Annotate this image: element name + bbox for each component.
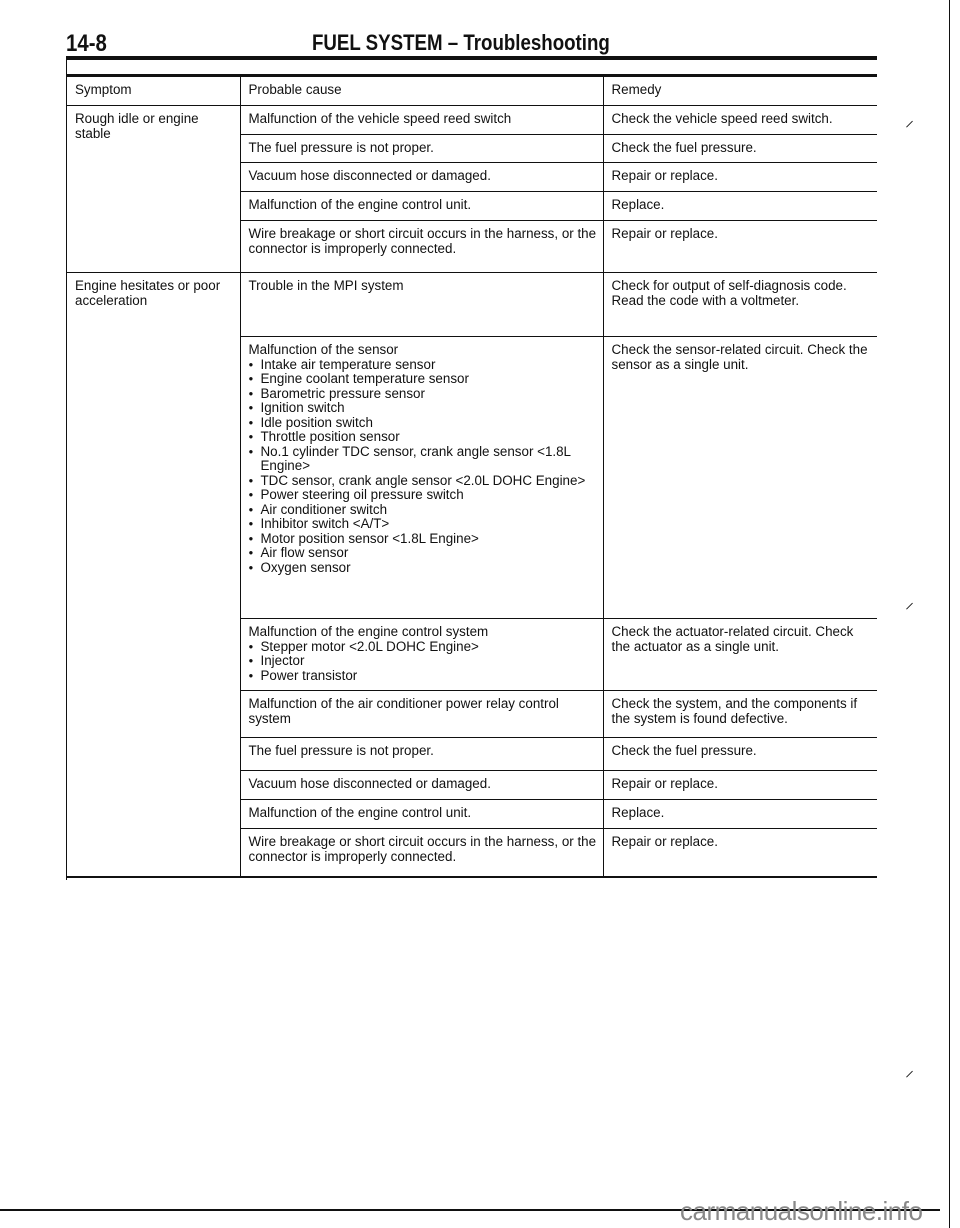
cause-list-item: Power transistor [249, 668, 597, 684]
cause-text: Malfunction of the sensor [248, 342, 399, 357]
cause-list-item: Idle position switch [249, 415, 597, 431]
cause-text: Wire breakage or short circuit occurs in… [248, 226, 597, 256]
watermark: carmanualsonline.info [680, 1196, 923, 1226]
cause-cell: Malfunction of the vehicle speed reed sw… [239, 105, 604, 135]
table-row: Malfunction of the engine control unit. R… [67, 191, 877, 221]
remedy-cell: Replace. [603, 799, 877, 829]
cause-list: Intake air temperature sensorEngine cool… [249, 357, 597, 576]
symptom-cell: Rough idle or engine stable [67, 105, 240, 273]
cause-text: Malfunction of the engine control unit. [248, 805, 472, 820]
table-row: Wire breakage or short circuit occurs in… [67, 828, 877, 877]
cause-cell: The fuel pressure is not proper. [239, 737, 604, 771]
page-number: 14-8 [66, 30, 107, 57]
table-row: Engine hesitates or poor acceleration Tro… [67, 272, 877, 877]
remedy-cell: Check the vehicle speed reed switch. [603, 105, 877, 135]
remedy-cell: Repair or replace. [603, 162, 877, 192]
cause-text: Wire breakage or short circuit occurs in… [248, 834, 597, 864]
table-row: Vacuum hose disconnected or damaged. Repa… [67, 162, 877, 192]
page-title: FUEL SYSTEM – Troubleshooting [312, 30, 610, 55]
cause-cell: Vacuum hose disconnected or damaged. [239, 770, 604, 800]
bottom-rule [0, 1209, 940, 1211]
column-header-symptom: Symptom [67, 75, 240, 106]
page-edge-line [949, 0, 950, 1228]
table-row: Malfunction of the sensorIntake air temp… [67, 336, 877, 619]
cause-text: Malfunction of the air conditioner power… [248, 696, 559, 726]
cause-cell: Malfunction of the air conditioner power… [239, 690, 604, 738]
cause-cell: The fuel pressure is not proper. [239, 134, 604, 163]
remedy-cell: Repair or replace. [603, 770, 877, 800]
cause-text: Malfunction of the engine control unit. [248, 197, 472, 212]
scan-mark-icon: ⸝ [905, 592, 914, 612]
cause-cell: Wire breakage or short circuit occurs in… [239, 828, 604, 877]
remedy-cell: Check the fuel pressure. [603, 737, 877, 771]
left-margin-line [66, 58, 67, 880]
cause-list-item: Engine coolant temperature sensor [249, 371, 597, 387]
cause-text: Malfunction of the engine control system [248, 624, 489, 639]
cause-list-item: Stepper motor <2.0L DOHC Engine> [249, 639, 597, 655]
cause-list-item: Oxygen sensor [249, 560, 597, 576]
remedy-cell: Check the actuator-related circuit. Chec… [603, 618, 877, 691]
table-row: Malfunction of the engine control unit. R… [67, 799, 877, 829]
cause-list-item: Injector [249, 653, 597, 669]
remedy-cell: Replace. [603, 191, 877, 221]
cause-list-item: Intake air temperature sensor [249, 357, 597, 373]
cause-cell: Malfunction of the engine control unit. [239, 191, 604, 221]
cause-text: The fuel pressure is not proper. [248, 140, 434, 155]
cause-list-item: Ignition switch [249, 400, 597, 416]
cause-cell: Vacuum hose disconnected or damaged. [239, 162, 604, 192]
cause-text: Trouble in the MPI system [248, 278, 404, 293]
table-row: The fuel pressure is not proper. Check th… [67, 134, 877, 163]
symptom-cell: Engine hesitates or poor acceleration [67, 272, 240, 877]
cause-text: Vacuum hose disconnected or damaged. [248, 168, 491, 183]
header-rule [66, 56, 877, 60]
cause-cell: Malfunction of the sensorIntake air temp… [239, 336, 604, 619]
remedy-cell: Check for output of self-diagnosis code.… [603, 272, 877, 337]
column-header-remedy: Remedy [603, 75, 877, 106]
cause-list-item: No.1 cylinder TDC sensor, crank angle se… [249, 444, 597, 474]
cause-text: The fuel pressure is not proper. [248, 743, 434, 758]
cause-text: Vacuum hose disconnected or damaged. [248, 776, 491, 791]
remedy-cell: Check the sensor-related circuit. Check … [603, 336, 877, 619]
remedy-cell: Repair or replace. [603, 828, 877, 877]
cause-list-item: Motor position sensor <1.8L Engine> [249, 531, 597, 547]
troubleshooting-table: Symptom Probable cause Remedy Rough idle… [67, 74, 877, 878]
cause-list-item: Power steering oil pressure switch [249, 487, 597, 503]
cause-list-item: Barometric pressure sensor [249, 386, 597, 402]
scan-mark-icon: ⸝ [905, 110, 914, 130]
cause-cell: Trouble in the MPI system [239, 272, 604, 337]
cause-text: Malfunction of the vehicle speed reed sw… [248, 111, 512, 126]
cause-cell: Malfunction of the engine control system… [239, 618, 604, 691]
cause-list: Stepper motor <2.0L DOHC Engine>Injector… [249, 639, 597, 684]
cause-list-item: Air flow sensor [249, 545, 597, 561]
cause-list-item: Air conditioner switch [249, 502, 597, 518]
cause-list-item: Throttle position sensor [249, 429, 597, 445]
table-row: The fuel pressure is not proper. Check th… [67, 737, 877, 771]
remedy-cell: Repair or replace. [603, 220, 877, 273]
scan-mark-icon: ⸝ [905, 1060, 914, 1080]
remedy-cell: Check the system, and the components if … [603, 690, 877, 738]
remedy-cell: Check the fuel pressure. [603, 134, 877, 163]
table-row: Vacuum hose disconnected or damaged. Repa… [67, 770, 877, 800]
table-row: Wire breakage or short circuit occurs in… [67, 220, 877, 273]
table-row: Malfunction of the air conditioner power… [67, 690, 877, 738]
column-header-cause: Probable cause [239, 75, 604, 106]
cause-list-item: TDC sensor, crank angle sensor <2.0L DOH… [249, 473, 597, 489]
cause-cell: Malfunction of the engine control unit. [239, 799, 604, 829]
cause-cell: Wire breakage or short circuit occurs in… [239, 220, 604, 273]
table-row: Malfunction of the engine control system… [67, 618, 877, 691]
cause-list-item: Inhibitor switch <A/T> [249, 516, 597, 532]
